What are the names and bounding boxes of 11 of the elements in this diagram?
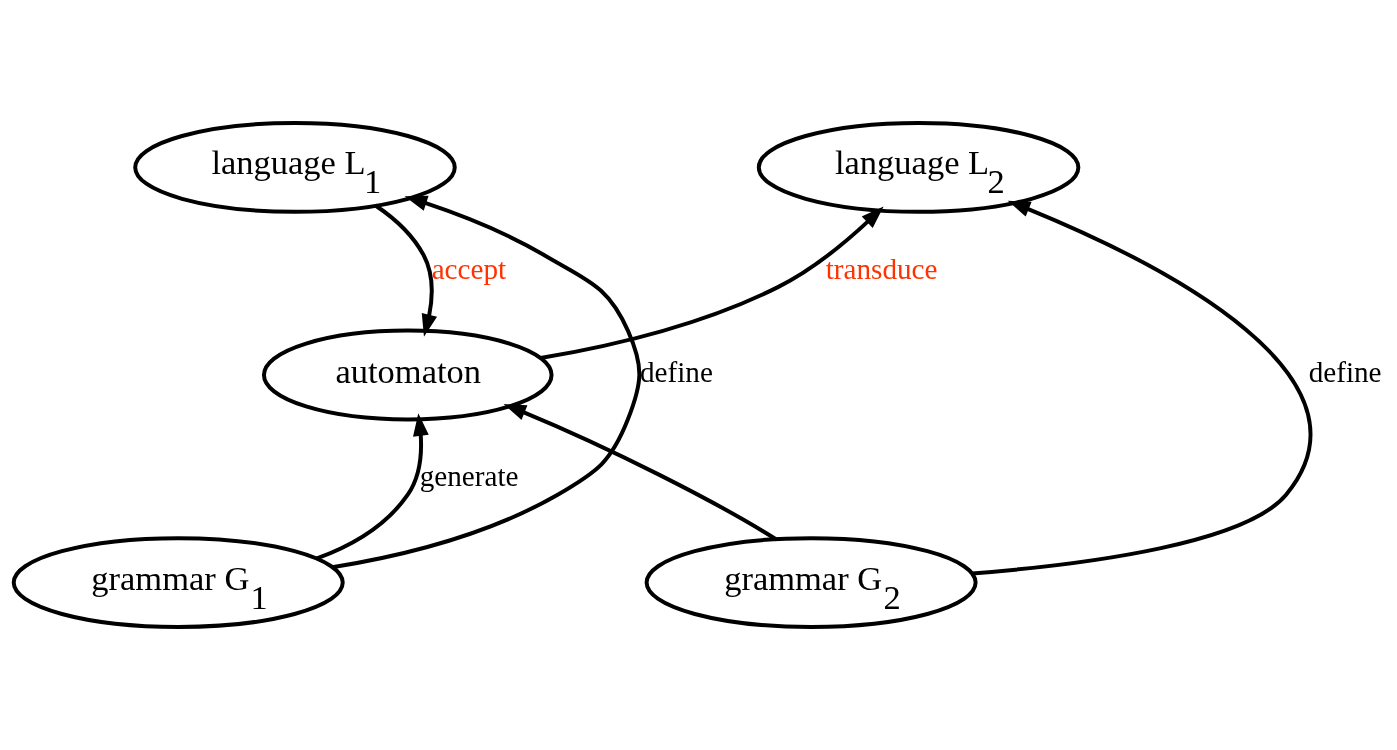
arrow — [540, 206, 884, 361]
edge-label: define — [1308, 356, 1382, 389]
arrow — [374, 203, 438, 337]
arrow — [331, 195, 642, 570]
edge-label: transduce — [825, 252, 938, 285]
arrow — [503, 404, 778, 542]
edge-label: generate — [419, 460, 519, 493]
edge-label: define — [639, 356, 713, 389]
arrow — [315, 413, 429, 561]
arrow — [972, 200, 1313, 576]
edge-label: accept — [431, 252, 507, 285]
